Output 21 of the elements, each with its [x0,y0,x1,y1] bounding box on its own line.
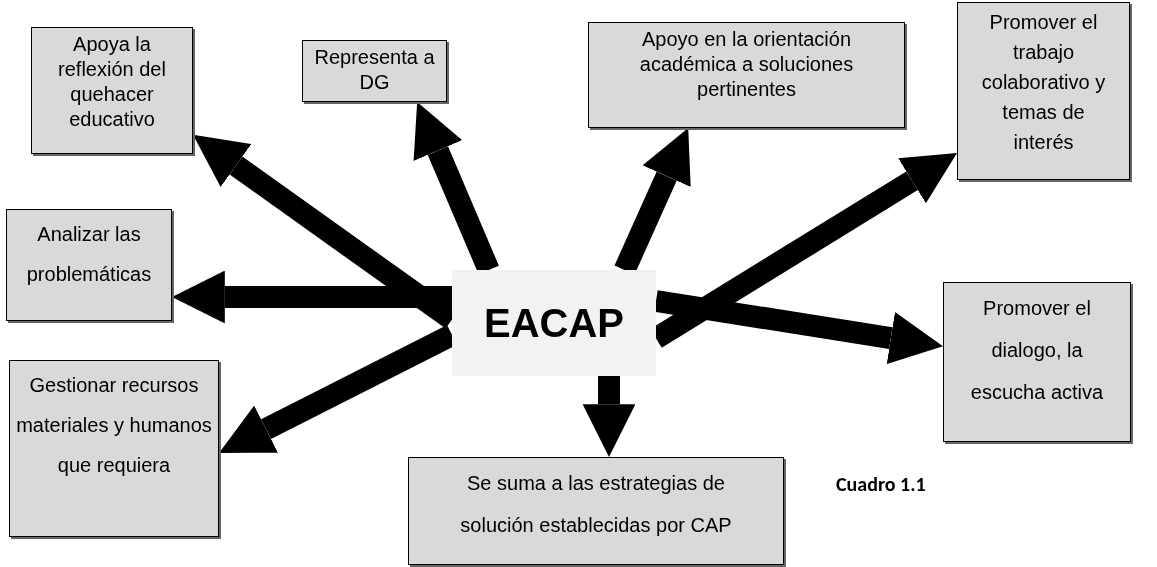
box-text: Gestionar recursos materiales y humanos que requiera [15,373,213,478]
box-text: Analizar las problemáticas [25,222,153,287]
box-text: Se suma a las estrategias de solución establecidas por CAP [459,471,733,538]
text-box [31,27,193,154]
text-box [9,360,219,537]
block-arrow [172,270,452,324]
box-text: Promover el trabajo colaborativo y temas de interés [980,10,1107,155]
box-text: Apoyo en la orientación académica a soluciones pertinentes [638,27,855,102]
text-box [588,22,905,128]
text-box [957,2,1130,180]
box-text: Representa a DG [313,45,436,95]
text-box [943,282,1131,442]
block-arrow [582,376,636,457]
box-text: EACAP [484,300,624,347]
text-box [6,209,172,321]
figure-caption: Cuadro 1.1 [836,472,926,496]
text-box [302,40,447,102]
central-box [452,270,656,376]
box-text: Apoya la reflexión del quehacer educativo [57,32,167,132]
text-box [408,457,784,565]
box-text: Promover el dialogo, la escucha activa [969,296,1105,405]
